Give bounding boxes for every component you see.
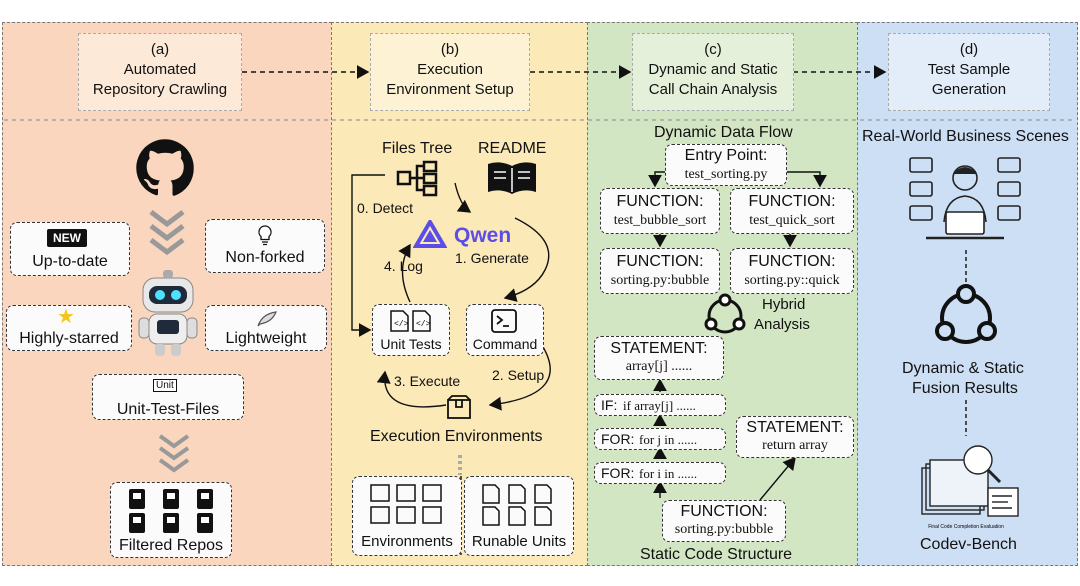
function-node-quick: FUNCTION: sorting.py::quick xyxy=(730,248,854,294)
hybrid-cycle-icon xyxy=(704,293,746,334)
star-icon: ★ xyxy=(57,306,75,328)
package-icon xyxy=(447,395,471,419)
book-icon xyxy=(488,162,536,194)
new-badge: NEW xyxy=(47,229,87,247)
statement-node-return: STATEMENT: return array xyxy=(736,416,854,458)
command-box: Command xyxy=(466,304,544,356)
codev-bench-icon: Final Code Completion Evaluation xyxy=(921,445,1019,530)
statement-node-array: STATEMENT: array[j] ...... xyxy=(594,336,724,380)
codev-bench-label: Codev-Bench xyxy=(920,536,1017,553)
svg-text:</>: </> xyxy=(394,320,409,329)
for-i-node: FOR: for i in ...... xyxy=(594,462,726,484)
feather-icon xyxy=(257,311,277,327)
svg-text:</>: </> xyxy=(416,320,431,329)
qwen-label: Qwen xyxy=(454,224,512,247)
criterion-highly-starred: ★ Highly-starred xyxy=(6,305,132,351)
unit-icon: Unit xyxy=(153,379,177,392)
business-scenes-title: Real-World Business Scenes xyxy=(862,128,1069,145)
environments-grid-icon xyxy=(370,484,442,524)
developer-at-laptop-icon xyxy=(909,157,1021,240)
terminal-icon xyxy=(491,309,517,333)
readme-label: README xyxy=(478,140,547,157)
runable-units-grid-icon xyxy=(482,484,552,526)
if-node: IF: if array[j] ...... xyxy=(594,394,726,416)
function-node-bubble: FUNCTION: sorting.py:bubble xyxy=(600,248,720,294)
criterion-up-to-date: NEW Up-to-date xyxy=(10,222,130,276)
files-tree-label: Files Tree xyxy=(382,140,453,157)
dynamic-flow-title: Dynamic Data Flow xyxy=(654,124,793,141)
function-node-test-bubble: FUNCTION: test_bubble_sort xyxy=(600,188,720,234)
function-node-static-bubble: FUNCTION: sorting.py:bubble xyxy=(662,500,786,542)
criterion-lightweight: Lightweight xyxy=(205,305,327,351)
test-file-icon: </> </> xyxy=(390,310,431,332)
qwen-logo-icon xyxy=(413,220,447,248)
chevron-down-icon-2 xyxy=(158,434,190,473)
fusion-cycle-icon xyxy=(935,284,997,344)
stage-header-d: (d) Test Sample Generation xyxy=(888,33,1050,111)
unit-test-files: Unit Unit-Test-Files xyxy=(92,374,244,420)
for-j-node: FOR: for j in ...... xyxy=(594,428,726,450)
environments-box: Environments xyxy=(352,476,462,556)
lightbulb-icon xyxy=(258,225,272,246)
bench-caption: Final Code Completion Evaluation xyxy=(928,524,1004,530)
files-tree-icon xyxy=(396,160,438,197)
filtered-repos: Filtered Repos xyxy=(110,482,232,558)
chevron-down-icon xyxy=(149,210,185,256)
unit-tests-box: </> </> Unit Tests xyxy=(372,304,450,356)
robot-icon xyxy=(138,270,198,356)
function-node-test-quick: FUNCTION: test_quick_sort xyxy=(730,188,854,234)
static-structure-title: Static Code Structure xyxy=(640,546,793,563)
github-icon xyxy=(136,139,194,196)
runable-units-box: Runable Units xyxy=(464,476,574,556)
stage-header-c: (c) Dynamic and Static Call Chain Analys… xyxy=(632,33,794,111)
stage-header-b: (b) Execution Environment Setup xyxy=(370,33,530,111)
criterion-non-forked: Non-forked xyxy=(205,219,325,273)
entry-point-node: Entry Point: test_sorting.py xyxy=(665,144,787,186)
repo-grid-icon xyxy=(129,489,213,533)
stage-header-a: (a) Automated Repository Crawling xyxy=(78,33,242,111)
